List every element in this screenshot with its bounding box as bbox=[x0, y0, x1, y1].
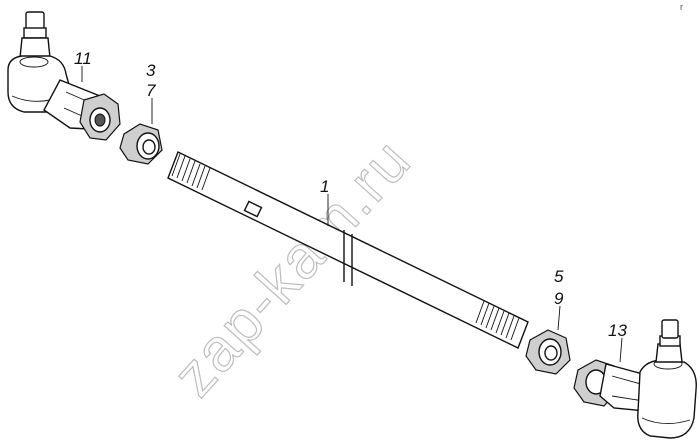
right-thread bbox=[475, 300, 520, 341]
callout-9: 9 bbox=[554, 289, 564, 308]
callout-13: 13 bbox=[608, 321, 627, 340]
leader-lines bbox=[81, 66, 623, 363]
left-thread bbox=[171, 153, 211, 191]
corner-mark: r bbox=[680, 2, 683, 12]
left-tie-rod-end bbox=[7, 11, 121, 141]
right-lock-nut bbox=[525, 329, 571, 375]
callout-1: 1 bbox=[320, 177, 329, 196]
callout-3: 3 bbox=[146, 61, 156, 80]
left-lock-nut bbox=[119, 123, 163, 165]
callout-7: 7 bbox=[146, 81, 156, 100]
callout-5: 5 bbox=[554, 267, 564, 286]
callout-11: 11 bbox=[74, 49, 92, 68]
tie-rod bbox=[167, 151, 529, 349]
right-tie-rod-end bbox=[573, 319, 697, 439]
